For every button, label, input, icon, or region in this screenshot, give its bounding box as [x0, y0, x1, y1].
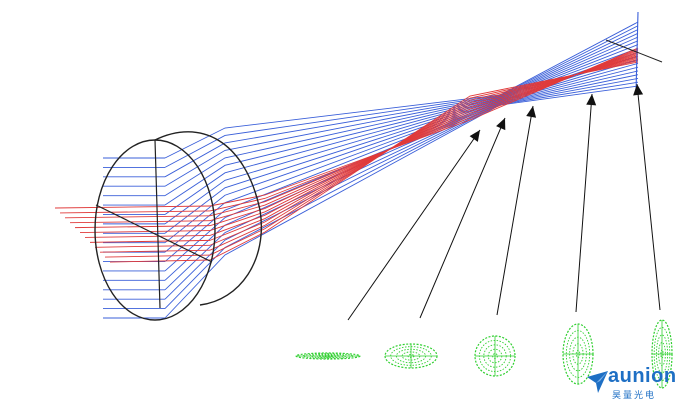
arrow-head-4 — [586, 94, 597, 106]
logo-text: aunion — [608, 365, 677, 387]
spot-diagram-1 — [295, 352, 361, 360]
red-ray — [209, 55, 639, 236]
red-ray-in — [54, 205, 211, 209]
pointer-arrow-5 — [636, 83, 661, 311]
red-ray-in — [94, 244, 211, 248]
red-ray — [209, 57, 639, 246]
red-ray-in — [74, 225, 211, 229]
spot-diagrams — [295, 319, 673, 389]
image-plane — [605, 11, 663, 93]
red-ray-in — [89, 239, 211, 243]
lens-back-edge — [154, 131, 262, 306]
blue-ray — [164, 32, 639, 187]
arrow-head-2 — [496, 118, 506, 131]
red-ray-in — [79, 230, 211, 233]
blue-ray — [164, 29, 639, 178]
red-ray — [209, 56, 639, 241]
blue-ray — [164, 85, 639, 319]
spot-diagram-5 — [651, 319, 673, 389]
arrow-head-5 — [633, 84, 644, 96]
arrow-head-1 — [469, 130, 480, 142]
red-ray-in — [99, 249, 211, 253]
red-ray-in — [59, 210, 211, 214]
blue-ray — [164, 81, 639, 309]
spot-diagram-2 — [384, 343, 438, 369]
pointer-arrow-2 — [419, 117, 506, 319]
red-ray-in — [104, 254, 211, 258]
red-ray-in — [109, 259, 211, 263]
spot-diagram-3 — [474, 335, 516, 377]
spot-diagram-4 — [562, 323, 594, 385]
blue-ray — [164, 47, 639, 225]
blue-ray-bundle — [103, 21, 639, 319]
red-ray — [209, 61, 639, 261]
blue-ray — [164, 36, 639, 197]
blue-ray — [164, 66, 639, 272]
blue-ray — [164, 59, 639, 253]
brand-logo: aunion 昊量光电 — [586, 365, 686, 401]
lens-horizontal-axis — [95, 204, 213, 263]
screen-base — [605, 39, 663, 63]
pointer-arrows — [347, 83, 661, 321]
pointer-arrow-1 — [347, 129, 481, 321]
logo-mark-icon — [587, 371, 608, 393]
blue-ray — [164, 74, 639, 291]
blue-ray — [164, 44, 639, 215]
blue-ray — [164, 21, 639, 159]
lens-vertical-axis — [154, 139, 161, 309]
blue-ray — [164, 40, 639, 206]
red-ray-bundle — [54, 47, 639, 263]
blue-ray — [164, 25, 639, 168]
pointer-arrow-4 — [575, 93, 593, 313]
blue-ray — [164, 78, 639, 300]
arrow-head-3 — [526, 106, 537, 118]
red-ray-in — [64, 215, 211, 219]
pointer-arrow-3 — [496, 105, 534, 316]
cylindrical-lens — [94, 131, 262, 321]
red-ray-in — [84, 235, 211, 238]
red-ray-in — [69, 220, 211, 224]
blue-ray — [164, 55, 639, 244]
logo-subtitle: 昊量光电 — [612, 391, 657, 401]
